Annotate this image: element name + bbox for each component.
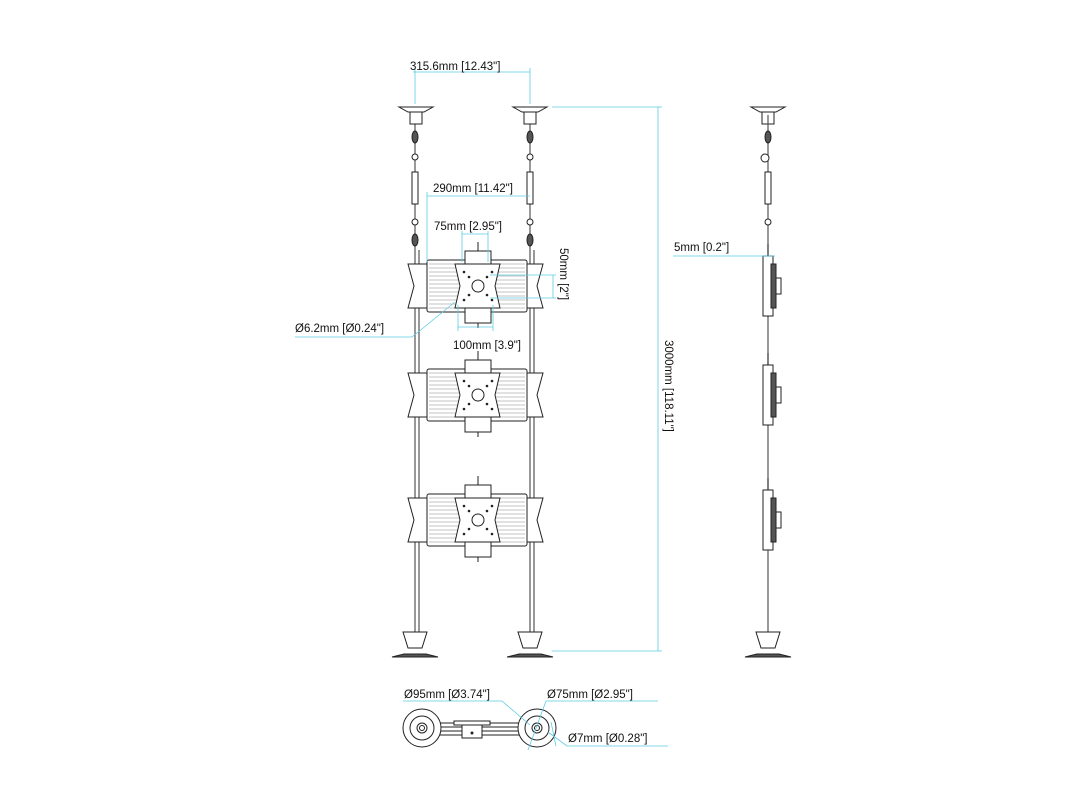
vesa-hole	[462, 504, 466, 508]
left-turnbuckle	[411, 130, 419, 247]
left-ceiling-plate	[397, 106, 435, 125]
monitor-mount	[407, 351, 544, 437]
vesa-center-hole	[471, 388, 485, 402]
hole-diameter-label: Ø6.2mm [Ø0.24"]	[295, 323, 384, 335]
vesa-hole	[462, 298, 466, 302]
vesa-hole	[490, 298, 494, 302]
base-diameter-label: Ø95mm [Ø3.74"]	[404, 689, 490, 701]
vesa-hole	[467, 293, 471, 297]
right-ceiling-plate	[511, 106, 549, 125]
vesa-hole	[490, 379, 494, 383]
vesa-50-label: 50mm [2"]	[557, 248, 569, 300]
vesa-hole	[490, 504, 494, 508]
right-base-disc	[517, 708, 557, 748]
vesa-hole	[467, 402, 471, 406]
dimension-lines	[295, 68, 775, 751]
base-bolt-circle-label: Ø75mm [Ø2.95"]	[547, 689, 633, 701]
vesa-hole	[462, 270, 466, 274]
vesa-center-hole	[471, 279, 485, 293]
vesa-hole	[467, 527, 471, 531]
left-floor-plate	[391, 631, 439, 658]
vesa-100-label: 100mm [3.9"]	[453, 340, 521, 352]
vesa-hole	[462, 532, 466, 536]
vesa-hole	[485, 402, 489, 406]
monitor-mount-side	[762, 353, 782, 426]
front-view	[391, 106, 554, 658]
vesa-hole	[462, 379, 466, 383]
vesa-hole	[490, 532, 494, 536]
vesa-hole	[462, 407, 466, 411]
monitor-mount-side	[762, 478, 782, 551]
monitor-mount	[407, 242, 544, 328]
total-height-label: 3000mm [118.11"]	[662, 340, 674, 432]
side-view	[744, 106, 792, 658]
vesa-hole	[467, 384, 471, 388]
vesa-hole	[485, 527, 489, 531]
side-offset-label: 5mm [0.2"]	[674, 242, 729, 254]
mount-width-label: 290mm [11.42"]	[433, 183, 513, 195]
bottom-view	[402, 708, 557, 748]
vesa-75-label: 75mm [2.95"]	[434, 221, 502, 233]
vesa-center-hole	[471, 513, 485, 527]
vesa-hole	[485, 509, 489, 513]
left-base-disc	[402, 708, 442, 748]
vesa-hole	[490, 407, 494, 411]
right-floor-plate	[506, 631, 554, 658]
right-turnbuckle	[526, 130, 534, 247]
vesa-hole	[467, 509, 471, 513]
vesa-hole	[485, 275, 489, 279]
vesa-hole	[467, 275, 471, 279]
vesa-hole	[485, 293, 489, 297]
monitor-mount	[407, 476, 544, 562]
vesa-hole	[485, 384, 489, 388]
vesa-hole	[490, 270, 494, 274]
base-hole-label: Ø7mm [Ø0.28"]	[568, 733, 648, 745]
pole-spacing-label: 315.6mm [12.43"]	[410, 61, 500, 73]
monitor-mount-side	[762, 244, 782, 317]
